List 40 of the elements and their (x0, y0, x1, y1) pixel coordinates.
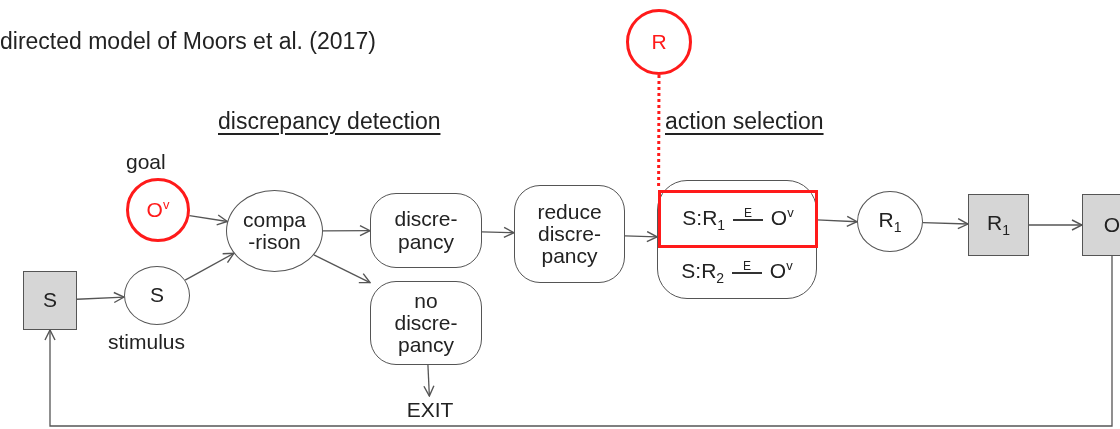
goal-circle (126, 178, 190, 242)
arrow (624, 230, 658, 243)
title: directed model of Moors et al. (2017) (0, 28, 376, 55)
node-label: O (1103, 213, 1120, 236)
node-label: compa -rison (243, 208, 306, 254)
process-box (370, 281, 482, 365)
exit-label: EXIT (398, 396, 462, 424)
section-heading: discrepancy detection (218, 108, 441, 135)
arrow (816, 215, 858, 227)
arrow (76, 291, 125, 304)
process-box (514, 185, 625, 283)
arrow (922, 218, 969, 230)
arrow (1028, 219, 1083, 231)
arrow (322, 225, 371, 237)
node-label: discre- pancy (394, 208, 458, 253)
arrow (184, 252, 235, 281)
node-label: S:R$_{1}$ $^{E}$ O$^{v}$ (682, 205, 794, 233)
arrow (423, 364, 435, 397)
dotted-line (657, 75, 661, 189)
node-label: reduce discre- pancy (537, 200, 602, 268)
highlight-rectangle (658, 190, 818, 248)
process-box (370, 193, 482, 268)
section-heading: action selection (665, 108, 824, 135)
response-square (968, 194, 1029, 256)
arrow (313, 254, 371, 284)
node-label: S (150, 284, 164, 307)
node-label: R$_{1}$ (878, 208, 902, 235)
node-label: R (651, 30, 667, 53)
node-label: R$_{1}$ (987, 212, 1010, 238)
node-label: no discre- pancy (394, 289, 458, 357)
action-box (657, 180, 817, 299)
stimulus-square (23, 271, 77, 330)
arrow (188, 214, 228, 226)
node-caption: goal (126, 150, 166, 174)
node-label: S:R$_{2}$ $^{E}$ O$^{v}$ (681, 259, 793, 286)
node-caption: stimulus (108, 330, 186, 354)
arrow (44, 255, 1113, 427)
arrow (481, 226, 515, 239)
node-label: O$^{v}$ (146, 198, 170, 222)
node-label: S (43, 289, 57, 312)
